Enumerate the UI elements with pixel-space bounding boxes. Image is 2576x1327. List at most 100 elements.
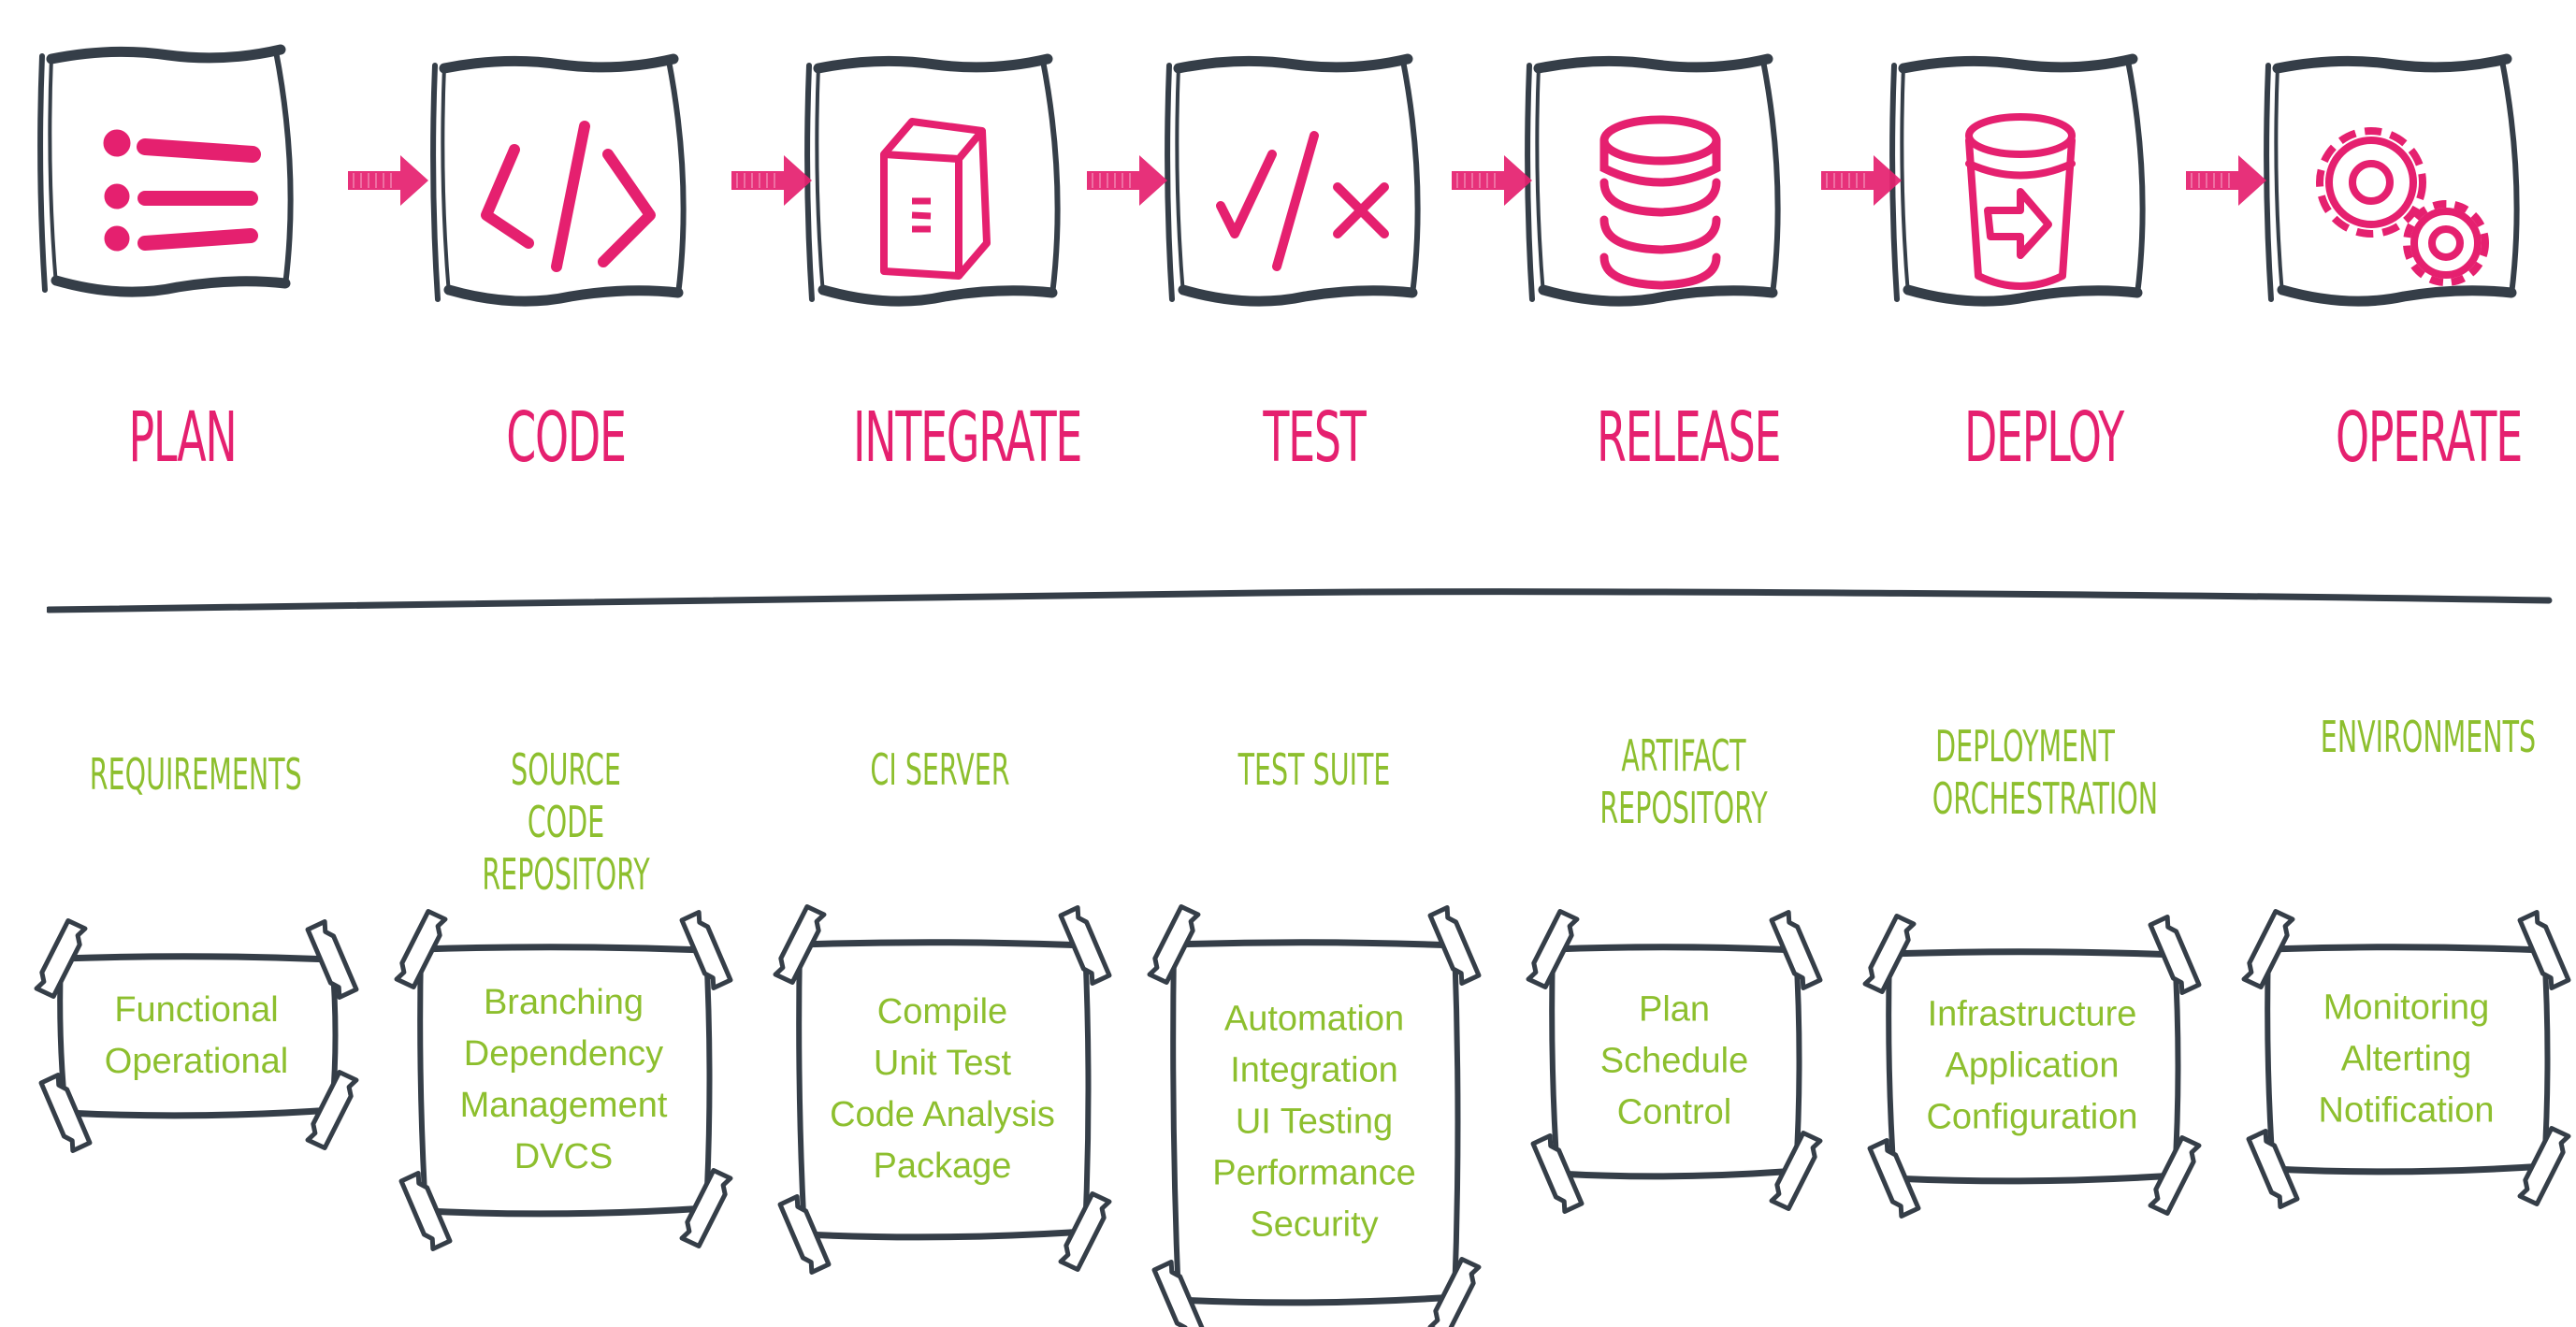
stage-deploy	[1880, 51, 2151, 307]
card-item: Integration	[1230, 1050, 1398, 1090]
stage-frame	[804, 53, 1061, 307]
box-icon	[880, 118, 991, 280]
card-item: Notification	[2318, 1090, 2495, 1130]
tape-corner-icon	[773, 904, 827, 985]
card-frame	[2241, 909, 2571, 1209]
card-item: Unit Test	[873, 1044, 1012, 1083]
card-item: Automation	[1223, 999, 1405, 1039]
database-icon	[1599, 115, 1721, 290]
gears-icon	[2316, 127, 2489, 286]
tape-corner-icon	[1147, 904, 1201, 985]
tape-corner-icon	[38, 1073, 93, 1153]
stage-frame	[430, 53, 687, 307]
tape-corner-icon	[34, 918, 88, 999]
list-icon	[103, 129, 261, 252]
tape-corner-icon	[1769, 1131, 1823, 1211]
card-frame	[394, 909, 733, 1251]
stage-test	[1155, 51, 1426, 307]
tape-corner-icon	[679, 910, 733, 990]
tape-corner-icon	[2517, 1126, 2571, 1206]
card-item: Compile	[876, 992, 1008, 1031]
tape-corner-icon	[1862, 914, 1917, 994]
tape-corner-icon	[1427, 1257, 1482, 1327]
stage-label: CODE	[506, 397, 627, 478]
tape-corner-icon	[1151, 1260, 1206, 1327]
tape-corner-icon	[394, 909, 448, 989]
card-item: Management	[459, 1086, 668, 1125]
stage-frame	[1165, 53, 1421, 307]
flow-arrow-icon	[730, 148, 814, 213]
tool-title-line: DEPLOYMENT	[1935, 721, 2115, 772]
stage-frame	[1889, 53, 2146, 307]
card-item: Alterting	[2340, 1039, 2472, 1078]
card-item: Schedule	[1599, 1041, 1749, 1081]
tool-title-line: REQUIREMENTS	[89, 749, 302, 800]
tool-title-line: ARTIFACT	[1621, 730, 1746, 781]
tool-title-line: TEST SUITE	[1237, 744, 1391, 795]
stage-release	[1515, 51, 1787, 307]
card-item: UI Testing	[1235, 1102, 1394, 1142]
card-item: Monitoring	[2323, 988, 2490, 1027]
flow-arrow-icon	[2184, 148, 2268, 213]
tape-corner-icon	[2148, 1135, 2202, 1216]
flow-arrow-icon	[1819, 148, 1903, 213]
card-item: Configuration	[1926, 1097, 2138, 1137]
card-item: Code Analysis	[830, 1095, 1055, 1134]
tool-title-line: ORCHESTRATION	[1932, 773, 2159, 824]
tool-title-line: SOURCE CODE	[511, 744, 621, 847]
stage-plan	[28, 42, 299, 297]
section-divider	[47, 588, 2553, 613]
tape-corner-icon	[2246, 1129, 2300, 1209]
card-item: Plan	[1638, 989, 1711, 1030]
tape-corner-icon	[1769, 910, 1823, 990]
tape-corner-icon	[2241, 909, 2295, 989]
card-frame	[34, 918, 359, 1153]
stage-label: TEST	[1263, 397, 1366, 478]
tape-corner-icon	[2517, 910, 2571, 990]
tool-title: ENVIRONMENTS	[2321, 711, 2536, 763]
tool-title-line: REPOSITORY	[482, 849, 650, 900]
tape-corner-icon	[305, 1070, 359, 1150]
card-item: Infrastructure	[1927, 994, 2137, 1034]
stage-frame	[2264, 53, 2520, 307]
stage-code	[421, 51, 692, 307]
tool-title: TEST SUITE	[1222, 743, 1407, 796]
stage-label: DEPLOY	[1963, 397, 2124, 478]
tape-corner-icon	[679, 1168, 733, 1248]
flow-arrow-icon	[1085, 148, 1169, 213]
card-item: Application	[1945, 1046, 2120, 1086]
stage-label: PLAN	[128, 397, 237, 478]
check-slash-cross-icon	[1216, 131, 1389, 271]
flow-arrow-icon	[346, 148, 430, 213]
tape-corner-icon	[1526, 909, 1580, 989]
tape-corner-icon	[777, 1194, 832, 1275]
stage-label: RELEASE	[1597, 397, 1781, 478]
tape-corner-icon	[398, 1171, 453, 1251]
card-item: Branching	[483, 983, 644, 1022]
flow-arrow-icon	[1450, 148, 1534, 213]
tape-corner-icon	[305, 919, 359, 1000]
tool-title-line: REPOSITORY	[1599, 783, 1768, 833]
tool-title-line: CI SERVER	[870, 744, 1010, 795]
code-brackets-icon	[481, 121, 656, 272]
card-item: Security	[1250, 1204, 1379, 1245]
stage-frame	[37, 44, 294, 297]
card-frame	[1862, 914, 2202, 1219]
card-frame	[1526, 909, 1823, 1214]
stage-operate	[2254, 51, 2525, 307]
stage-frame	[1525, 53, 1781, 307]
tape-corner-icon	[1530, 1133, 1585, 1214]
card-item: Dependency	[463, 1034, 664, 1074]
